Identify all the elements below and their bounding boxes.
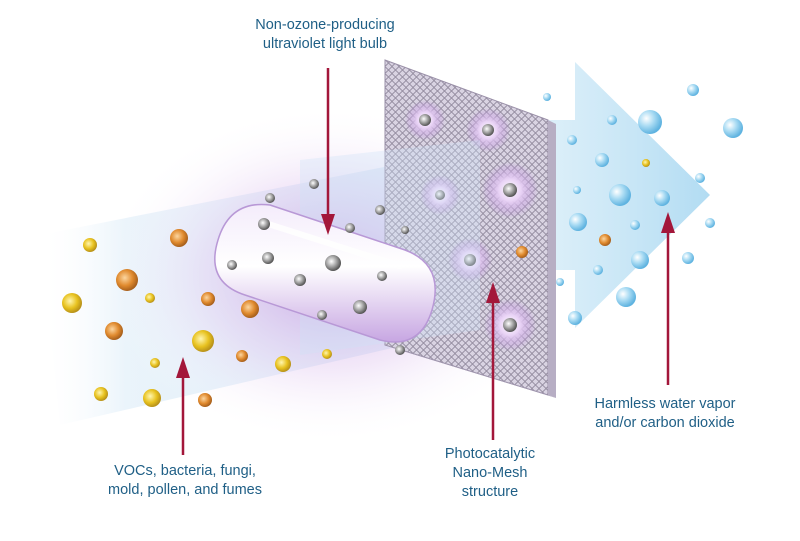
label-output: Harmless water vapor and/or carbon dioxi… [560,395,770,433]
label-line: Photocatalytic [444,446,536,462]
arrow-to-output [661,212,675,385]
label-line: VOCs, bacteria, fungi, [114,463,256,479]
pollutant-particles [62,159,650,407]
label-line: and/or carbon dioxide [595,415,735,431]
uv-light-bulb [214,203,436,343]
label-nano-mesh: Photocatalytic Nano-Mesh structure [405,445,575,502]
arrow-to-bulb [321,68,335,235]
label-uv-bulb: Non-ozone-producing ultraviolet light bu… [210,16,440,54]
water-droplets [543,84,743,325]
arrow-to-pollutants [176,357,190,455]
label-pollutants: VOCs, bacteria, fungi, mold, pollen, and… [70,462,300,500]
arrow-to-mesh [486,282,500,440]
label-line: ultraviolet light bulb [262,36,388,52]
label-line: Nano-Mesh [452,465,528,481]
label-line: structure [461,484,519,500]
label-line: mold, pollen, and fumes [108,482,262,498]
label-line: Non-ozone-producing [255,17,395,33]
oxidation-bursts [405,100,538,351]
label-line: Harmless water vapor [594,396,736,412]
pointer-arrows [176,68,675,455]
